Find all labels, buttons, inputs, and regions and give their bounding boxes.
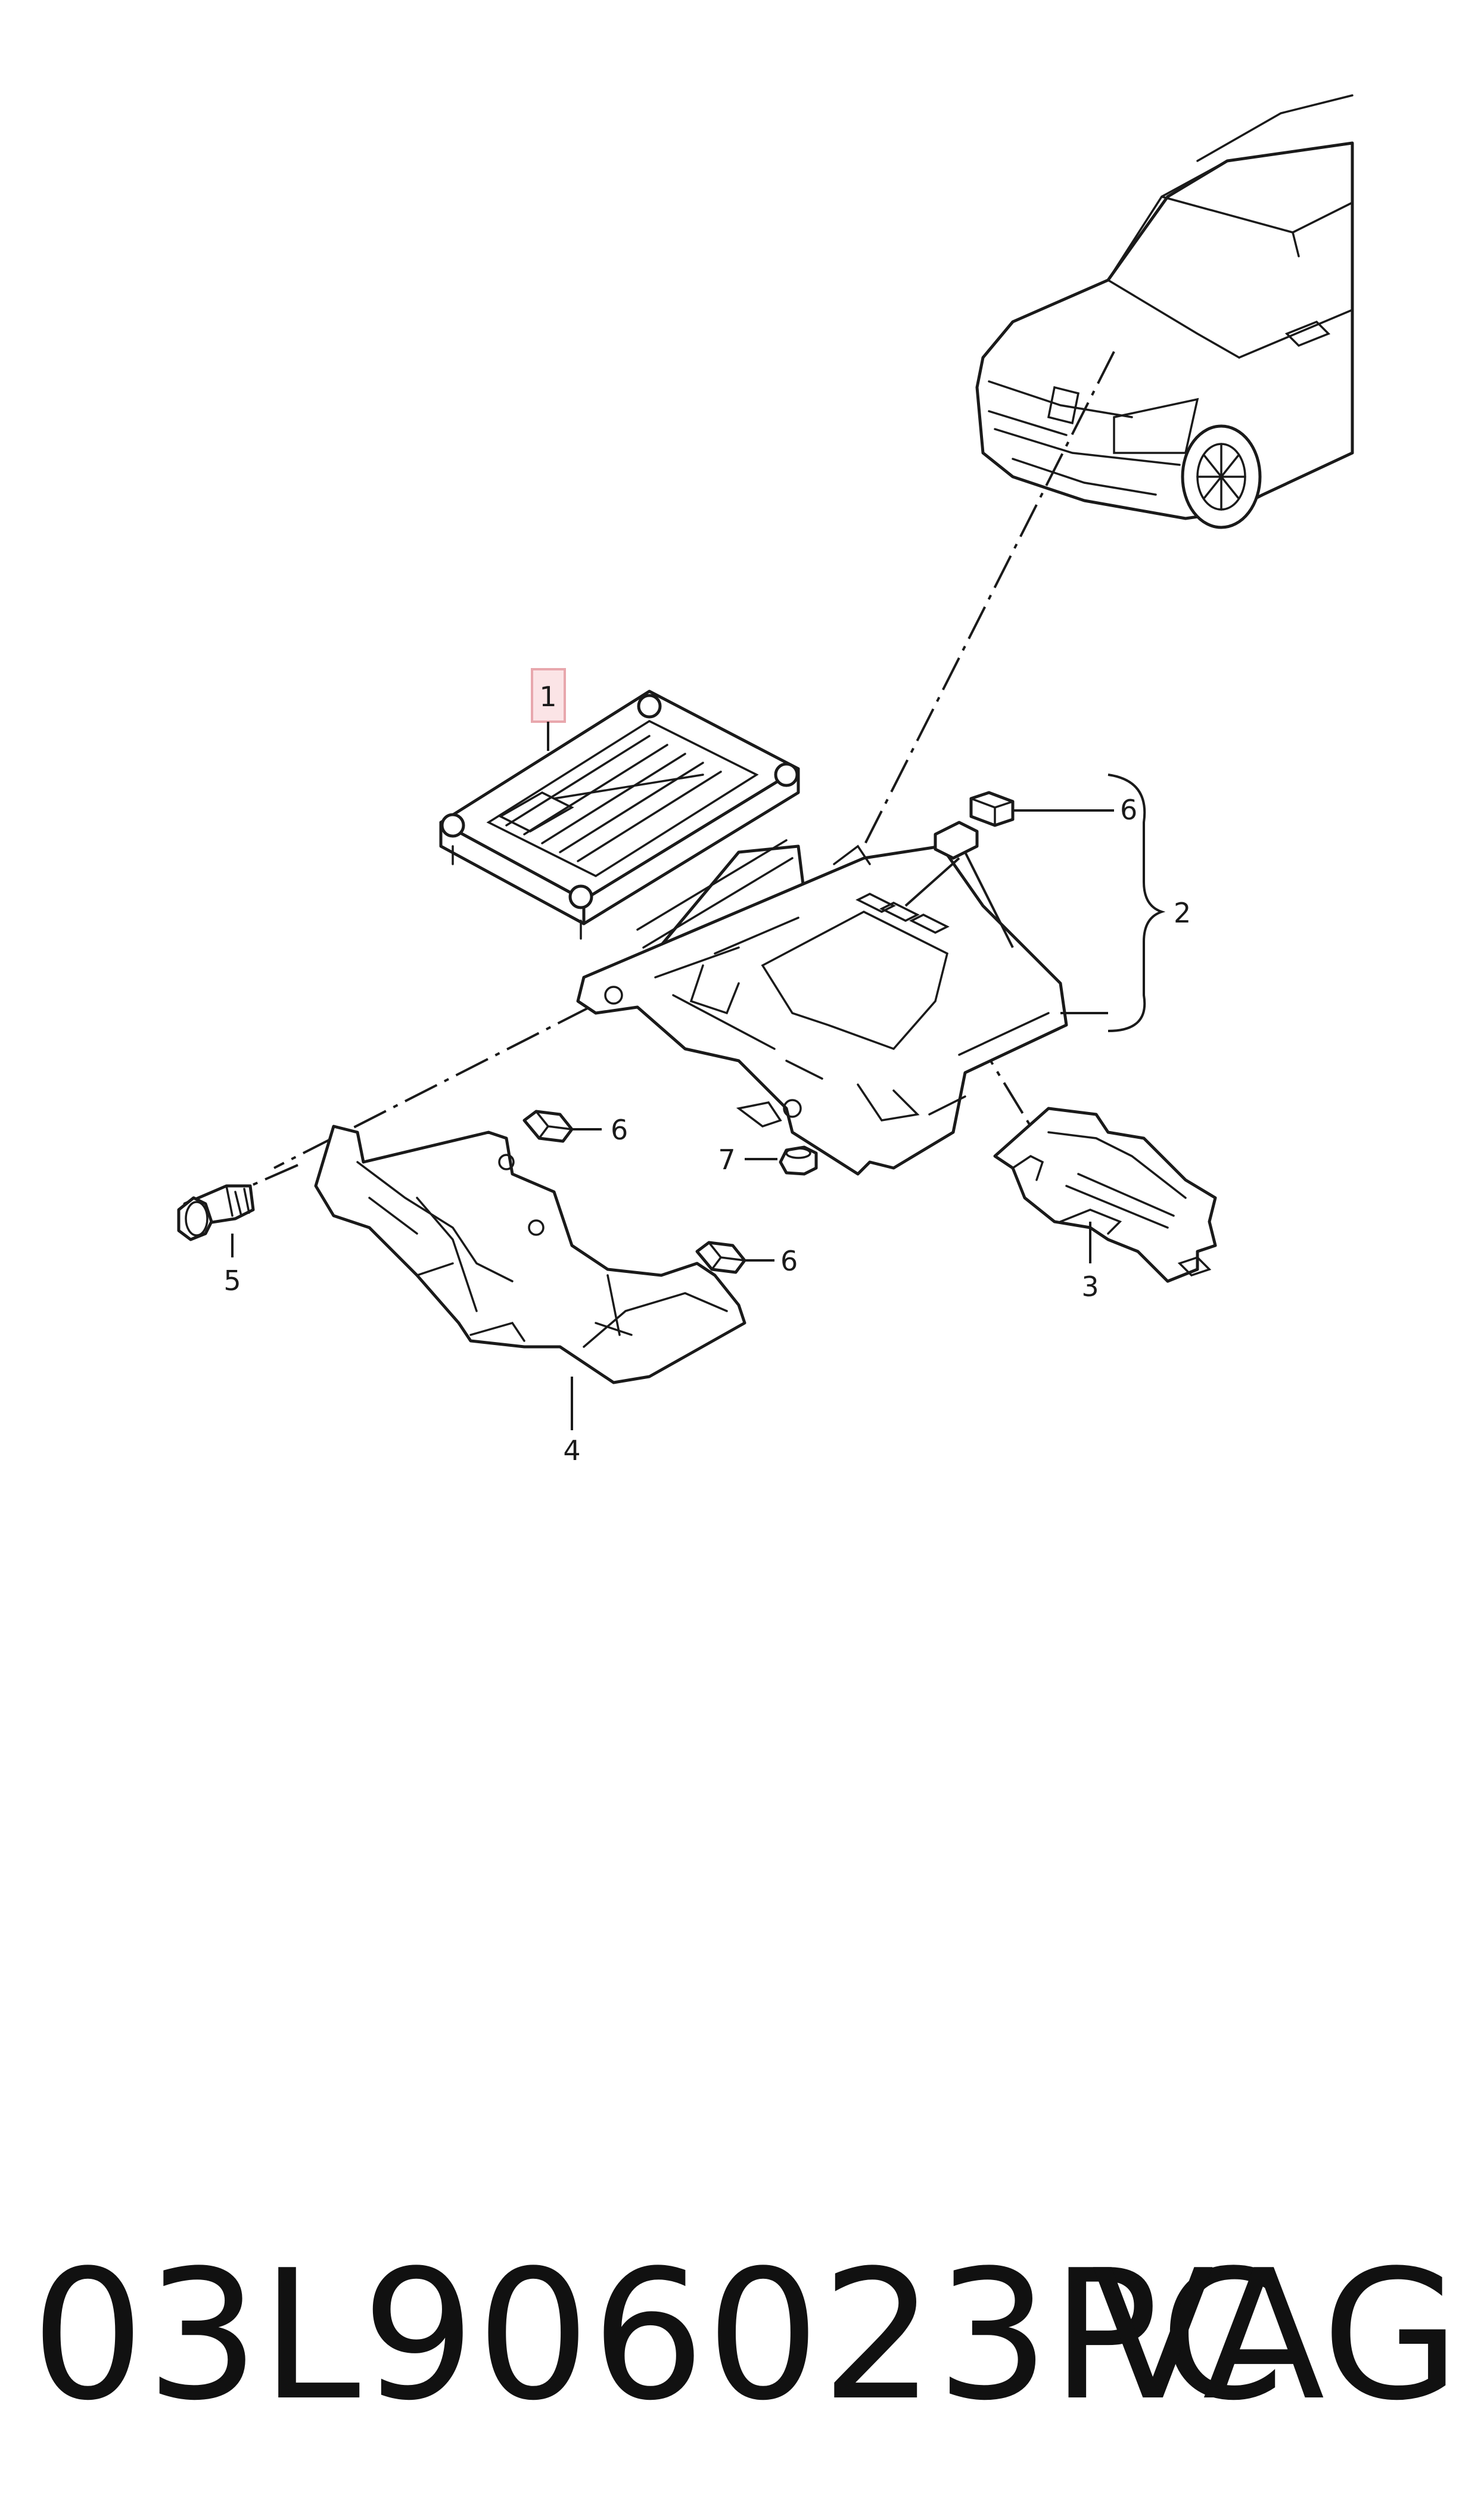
callout-7[interactable]: 7 <box>718 1144 777 1176</box>
callout-7-label: 7 <box>718 1144 735 1176</box>
callout-6-upper-label: 6 <box>1120 794 1137 826</box>
callout-5[interactable]: 5 <box>223 1234 241 1297</box>
callout-4[interactable]: 4 <box>563 1377 581 1467</box>
side-bracket <box>993 1107 1217 1283</box>
callout-6-middle[interactable]: 6 <box>572 1114 628 1146</box>
callout-6-middle-label: 6 <box>611 1114 628 1146</box>
callout-1-label: 1 <box>539 681 556 713</box>
callout-1-highlight <box>531 668 566 723</box>
clip-6-upper <box>969 791 1015 827</box>
clip-6-middle <box>522 1110 574 1143</box>
exploded-parts-diagram: 1 2 6 <box>177 94 1354 1467</box>
callout-4-label: 4 <box>563 1434 580 1467</box>
callout-2[interactable]: 2 <box>1060 774 1191 1032</box>
callout-1[interactable]: 1 <box>531 668 566 751</box>
lower-bracket <box>314 1125 746 1384</box>
brand-name: VAG <box>1091 2232 1460 2440</box>
callout-6-lower-label: 6 <box>780 1245 798 1277</box>
bolt <box>177 1184 255 1241</box>
callout-6-lower[interactable]: 6 <box>745 1245 798 1277</box>
footer: 03L906023PC VAG <box>0 2217 1484 2455</box>
nut <box>779 1145 818 1176</box>
callout-3-label: 3 <box>1081 1271 1099 1303</box>
callout-2-label: 2 <box>1174 897 1191 929</box>
callout-3[interactable]: 3 <box>1081 1222 1099 1303</box>
mounting-bracket <box>576 844 1068 1176</box>
callout-6-upper[interactable]: 6 <box>904 794 1137 948</box>
part-number: 03L906023PC <box>31 2232 1286 2440</box>
clip-top <box>934 821 979 860</box>
vehicle-illustration <box>975 94 1354 529</box>
callout-5-label: 5 <box>223 1265 241 1297</box>
